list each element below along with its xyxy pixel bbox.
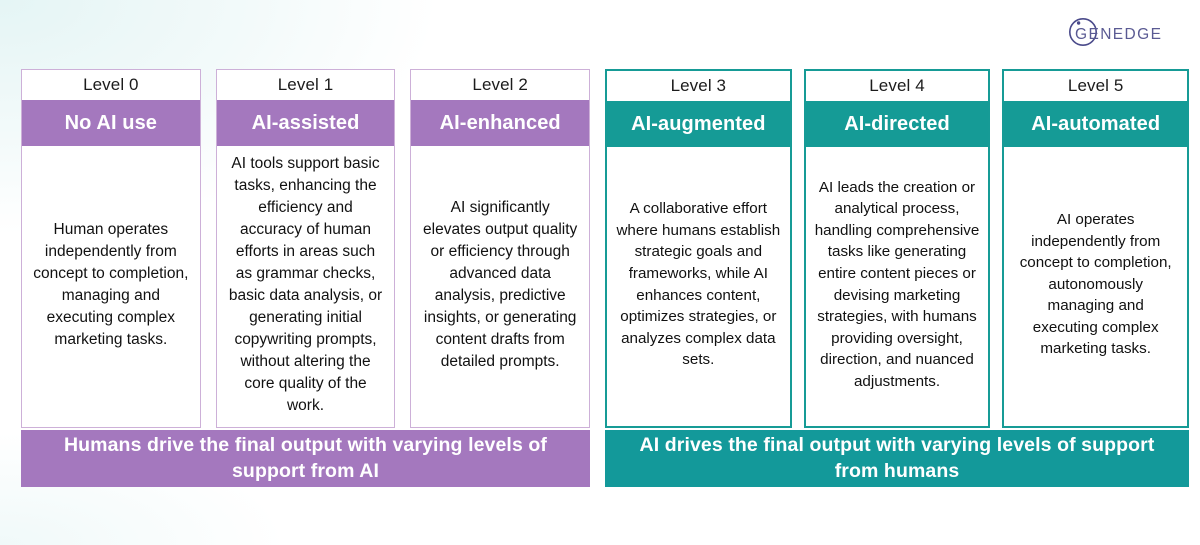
level-title-3: AI-augmented	[607, 101, 790, 147]
level-description-5: AI operates independently from concept t…	[1019, 210, 1172, 358]
genedge-logo: GENEDGE	[1066, 16, 1182, 50]
level-label-1: Level 1	[216, 70, 395, 100]
level-label-2: Level 2	[411, 70, 590, 100]
card-row-ai: Level 3 AI-augmented A collaborative eff…	[605, 69, 1190, 428]
banner-humans-drive: Humans drive the final output with varyi…	[21, 430, 590, 487]
level-title-2: AI-enhanced	[411, 100, 590, 146]
level-card-1[interactable]: Level 1 AI-assisted AI tools support bas…	[215, 69, 396, 428]
level-label-5: Level 5	[1004, 71, 1188, 101]
level-label-0: Level 0	[22, 70, 200, 100]
level-card-2[interactable]: Level 2 AI-enhanced AI significantly ele…	[410, 69, 591, 428]
level-title-1: AI-assisted	[216, 100, 395, 146]
level-card-0[interactable]: Level 0 No AI use Human operates indepen…	[21, 69, 201, 428]
group-ai-drives: Level 3 AI-augmented A collaborative eff…	[605, 69, 1190, 487]
level-description-4: AI leads the creation or analytical proc…	[814, 178, 980, 390]
level-description-1: AI tools support basic tasks, enhancing …	[228, 154, 383, 414]
level-card-5[interactable]: Level 5 AI-automated AI operates indepen…	[1002, 69, 1190, 428]
level-label-4: Level 4	[805, 71, 989, 101]
level-description-0: Human operates independently from concep…	[33, 220, 189, 348]
genedge-logo-mark: GENEDGE	[1069, 18, 1162, 46]
level-card-4[interactable]: Level 4 AI-directed AI leads the creatio…	[803, 69, 991, 428]
group-humans-drive: Level 0 No AI use Human operates indepen…	[21, 69, 591, 487]
level-card-3[interactable]: Level 3 AI-augmented A collaborative eff…	[605, 69, 792, 428]
level-description-2: AI significantly elevates output quality…	[423, 198, 578, 370]
level-title-0: No AI use	[22, 100, 200, 146]
level-title-5: AI-automated	[1004, 101, 1188, 147]
svg-text:GENEDGE: GENEDGE	[1075, 26, 1162, 43]
level-description-3: A collaborative effort where humans esta…	[616, 200, 781, 369]
level-label-3: Level 3	[607, 71, 790, 101]
level-title-4: AI-directed	[805, 101, 989, 147]
banner-ai-drives: AI drives the final output with varying …	[605, 430, 1189, 487]
card-row-humans: Level 0 No AI use Human operates indepen…	[21, 69, 591, 428]
